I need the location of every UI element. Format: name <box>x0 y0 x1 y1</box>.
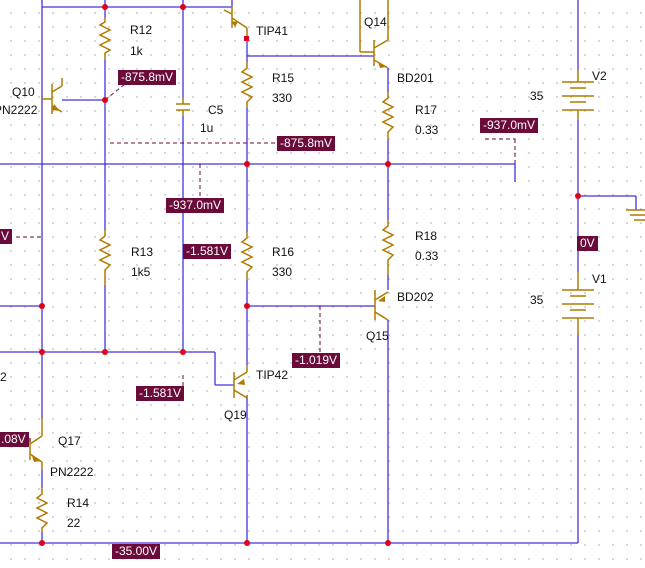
r12-name: R12 <box>130 23 153 37</box>
q10-name: Q10 <box>12 85 35 99</box>
r18-value: 0.33 <box>415 249 439 263</box>
r16-name: R16 <box>272 245 295 259</box>
voltage-probe-c5[interactable]: -937.0mV <box>166 198 225 213</box>
tip41-model: TIP41 <box>256 24 289 38</box>
q17-name: Q17 <box>58 434 81 448</box>
transistor-arrows <box>32 21 386 462</box>
q15-name: Q15 <box>366 329 389 343</box>
r15-value: 330 <box>272 91 293 105</box>
probe-leaders <box>16 83 516 442</box>
q10-model: PN2222 <box>0 103 38 117</box>
r14-value: 22 <box>67 516 81 530</box>
v1-value: 35 <box>530 293 544 307</box>
q14-model: BD201 <box>397 71 434 85</box>
c5-name: C5 <box>208 103 224 117</box>
c5-value: 1u <box>200 121 214 135</box>
voltage-probe-q17[interactable]: .08V <box>0 432 29 447</box>
voltage-probe-r12[interactable]: -875.8mV <box>118 70 177 85</box>
r12-value: 1k <box>130 44 143 58</box>
v2-value: 35 <box>530 89 544 103</box>
junction-nodes <box>39 4 581 546</box>
voltage-probe-negative-rail[interactable]: -35.00V <box>112 544 161 559</box>
voltage-probe-output[interactable]: -937.0mV <box>480 118 539 133</box>
q17-model: PN2222 <box>50 465 94 479</box>
r17-name: R17 <box>415 103 438 117</box>
voltage-probe-output-node[interactable]: -875.8mV <box>277 136 336 151</box>
r14-name: R14 <box>67 496 90 510</box>
voltage-probe-ground[interactable]: 0V <box>577 236 598 251</box>
r15-name: R15 <box>272 71 295 85</box>
components <box>29 0 645 532</box>
q19-model: TIP42 <box>256 368 289 382</box>
r18-name: R18 <box>415 229 438 243</box>
wires <box>0 0 637 544</box>
voltage-probe-q15-base[interactable]: -1.019V <box>292 353 341 368</box>
voltage-probe-q19-base[interactable]: -1.581V <box>136 386 185 401</box>
left-partial-label: 2 <box>0 370 7 384</box>
voltage-probe-left[interactable]: V <box>0 229 13 244</box>
r16-value: 330 <box>272 265 293 279</box>
v2-name: V2 <box>592 69 607 83</box>
v1-name: V1 <box>592 272 607 286</box>
r17-value: 0.33 <box>415 123 439 137</box>
q14-name: Q14 <box>364 15 387 29</box>
r13-name: R13 <box>131 245 154 259</box>
q19-name: Q19 <box>224 408 247 422</box>
r13-value: 1k5 <box>131 265 151 279</box>
q15-model: BD202 <box>397 290 434 304</box>
voltage-probe-r16[interactable]: -1.581V <box>183 244 232 259</box>
